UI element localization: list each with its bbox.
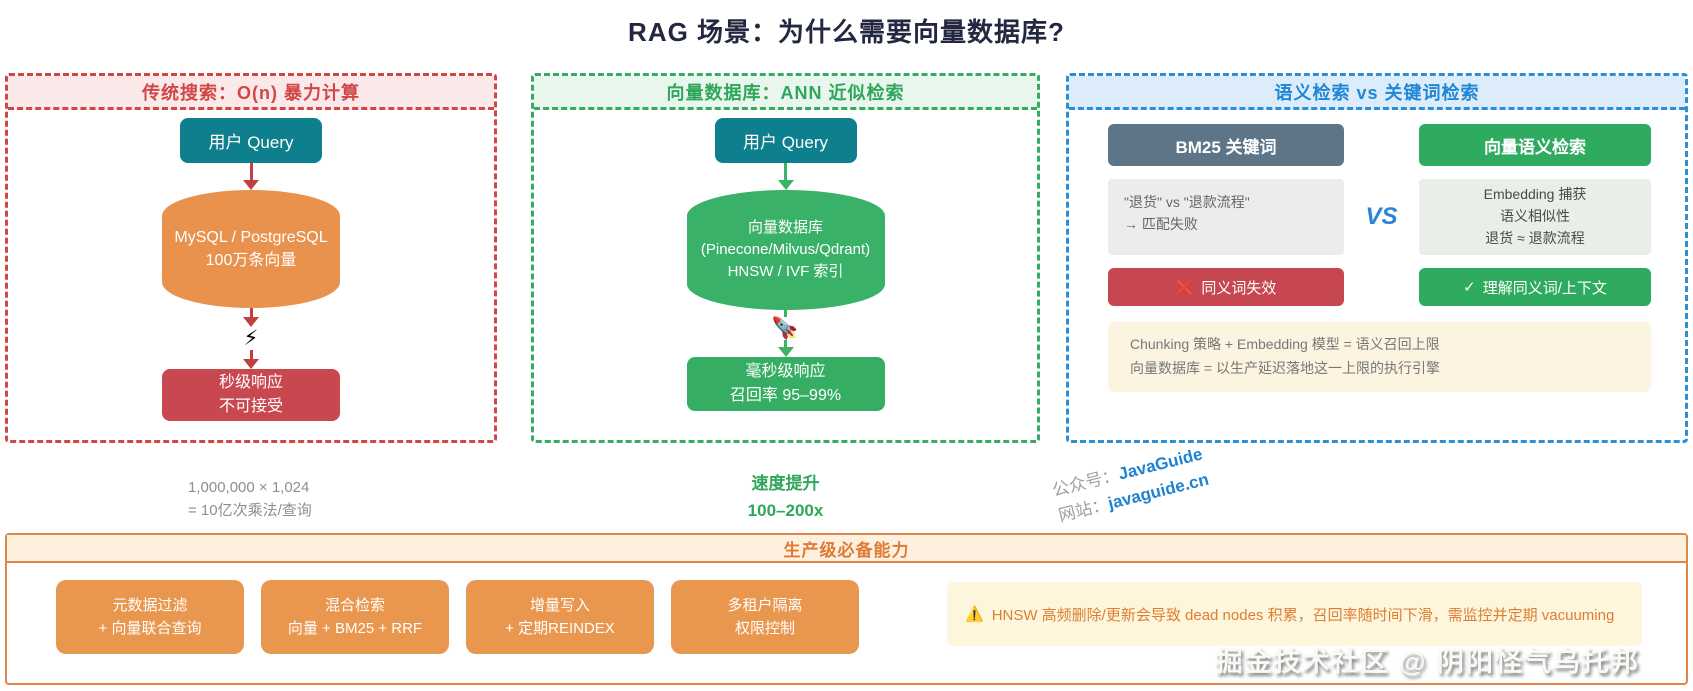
capability-line: 混合检索 <box>324 596 385 614</box>
detail-line: "退货" vs "退款流程" <box>1124 194 1250 210</box>
warning-icon: ⚠️ <box>965 606 984 623</box>
bm25-detail-box: "退货" vs "退款流程" → 匹配失败 <box>1108 179 1344 255</box>
detail-line: Embedding 捕获 <box>1483 186 1587 203</box>
panel-comparison-header: 语义检索 vs 关键词检索 <box>1069 76 1685 110</box>
db-line: MySQL / PostgreSQL <box>174 228 328 246</box>
speedup-caption-line: 100–200x <box>747 501 824 521</box>
db-line: 100万条向量 <box>205 252 297 269</box>
db-line: HNSW / IVF 索引 <box>727 262 844 280</box>
fast-result-box: 毫秒级响应 召回率 95–99% <box>686 357 885 412</box>
panel-comparison-body: BM25 关键词 向量语义检索 "退货" vs "退款流程" → 匹配失败 VS… <box>1069 110 1685 306</box>
user-query-box: 用户 Query <box>180 118 322 163</box>
detail-line: → 匹配失败 <box>1124 215 1198 232</box>
cross-icon: ❌ <box>1175 279 1195 296</box>
db-line: 向量数据库 <box>747 219 823 237</box>
slow-result-box: 秒级响应 不可接受 <box>162 369 340 422</box>
panel-vector-body: 用户 Query 向量数据库 (Pinecone/Milvus/Qdrant) … <box>534 110 1037 412</box>
warning-text: HNSW 高频删除/更新会导致 dead nodes 积累，召回率随时间下滑，需… <box>991 606 1615 624</box>
verdict-text: 理解同义词/上下文 <box>1482 279 1607 297</box>
capability-line: 向量 + BM25 + RRF <box>287 620 423 637</box>
cost-caption: 1,000,000 × 1,024 = 10亿次乘法/查询 <box>188 476 312 523</box>
down-arrow <box>243 163 259 190</box>
capability-line: 多租户隔离 <box>727 596 803 614</box>
panel-vector-database: 向量数据库：ANN 近似检索 用户 Query 向量数据库 (Pinecone/… <box>531 73 1040 443</box>
vector-detail-box: Embedding 捕获 语义相似性 退货 ≈ 退款流程 <box>1419 179 1651 255</box>
note-line: 向量数据库 = 以生产延迟落地这一上限的执行引擎 <box>1130 360 1440 376</box>
bm25-verdict-box: ❌ 同义词失效 <box>1108 268 1344 306</box>
cost-caption-line: = 10亿次乘法/查询 <box>188 502 312 520</box>
capability-line: 元数据过滤 <box>112 596 188 614</box>
verdict-text: 同义词失效 <box>1201 279 1277 297</box>
panel-traditional-header: 传统搜索：O(n) 暴力计算 <box>8 76 494 110</box>
panel-traditional-search: 传统搜索：O(n) 暴力计算 用户 Query MySQL / PostgreS… <box>5 73 497 443</box>
capability-box-incremental-write: 增量写入 + 定期REINDEX <box>466 580 654 654</box>
speedup-caption: 速度提升 100–200x <box>531 470 1040 524</box>
result-line: 毫秒级响应 <box>745 363 826 381</box>
capability-box-metadata-filter: 元数据过滤 + 向量联合查询 <box>56 580 244 654</box>
detail-line: 退货 ≈ 退款流程 <box>1485 229 1585 246</box>
vs-label: VS <box>1365 203 1398 230</box>
comparison-note: Chunking 策略 + Embedding 模型 = 语义召回上限 向量数据… <box>1108 322 1651 392</box>
panel-vector-header: 向量数据库：ANN 近似检索 <box>534 76 1037 110</box>
capability-line: + 向量联合查询 <box>98 620 202 637</box>
javaguide-watermark: 公众号：JavaGuide 网站：javaguide.cn <box>1050 442 1212 530</box>
user-query-box: 用户 Query <box>714 118 857 163</box>
credit-watermark: 掘金技术社区 @ 阴阳怪气乌托邦 <box>1215 647 1640 677</box>
capability-line: 权限控制 <box>734 620 795 637</box>
bm25-title-box: BM25 关键词 <box>1108 124 1344 166</box>
capability-line: + 定期REINDEX <box>505 620 615 637</box>
sql-database-cylinder: MySQL / PostgreSQL 100万条向量 <box>162 190 340 308</box>
production-panel-header: 生产级必备能力 <box>7 535 1686 563</box>
lightning-icon: ⚡ <box>243 327 259 350</box>
capability-box-hybrid-search: 混合检索 向量 + BM25 + RRF <box>261 580 449 654</box>
panel-traditional-body: 用户 Query MySQL / PostgreSQL 100万条向量 ⚡ 秒级… <box>8 110 494 422</box>
down-arrow <box>777 163 794 190</box>
fast-rocket-arrow: 🚀 <box>772 310 799 358</box>
capability-box-multi-tenant: 多租户隔离 权限控制 <box>671 580 859 654</box>
check-icon: ✓ <box>1463 279 1476 296</box>
result-line: 召回率 95–99% <box>729 387 842 405</box>
hnsw-warning-note: ⚠️ HNSW 高频删除/更新会导致 dead nodes 积累，召回率随时间下… <box>947 582 1642 646</box>
db-line: (Pinecone/Milvus/Qdrant) <box>700 241 871 259</box>
panel-comparison: 语义检索 vs 关键词检索 BM25 关键词 向量语义检索 "退货" vs "退… <box>1066 73 1688 443</box>
note-line: Chunking 策略 + Embedding 模型 = 语义召回上限 <box>1130 336 1440 353</box>
speedup-caption-line: 速度提升 <box>751 474 820 493</box>
result-line: 秒级响应 <box>218 374 283 392</box>
production-panel: 生产级必备能力 元数据过滤 + 向量联合查询 混合检索 向量 + BM25 + … <box>5 533 1688 685</box>
vector-database-cylinder: 向量数据库 (Pinecone/Milvus/Qdrant) HNSW / IV… <box>686 190 885 310</box>
result-line: 不可接受 <box>218 398 283 416</box>
vector-search-title-box: 向量语义检索 <box>1419 124 1651 166</box>
vector-verdict-box: ✓ 理解同义词/上下文 <box>1419 268 1651 306</box>
detail-line: 语义相似性 <box>1500 208 1570 225</box>
cost-caption-line: 1,000,000 × 1,024 <box>188 479 310 496</box>
capability-line: 增量写入 <box>529 596 590 614</box>
rocket-icon: 🚀 <box>772 317 799 340</box>
slow-dashed-arrow: ⚡ <box>243 308 259 370</box>
page-title: RAG 场景：为什么需要向量数据库? <box>628 17 1065 47</box>
